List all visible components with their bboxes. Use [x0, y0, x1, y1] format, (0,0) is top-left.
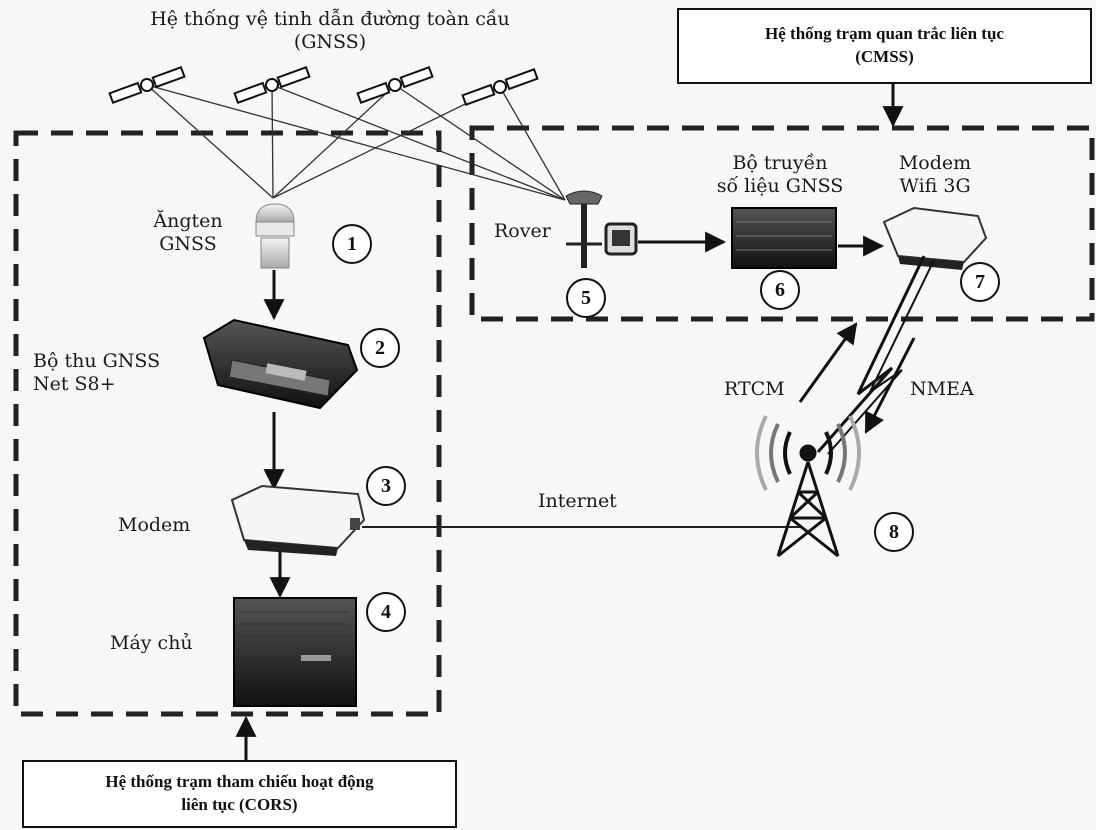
number-badge-3: 3 — [366, 466, 406, 506]
wireless-link — [828, 260, 934, 454]
gnss-receiver-icon — [204, 320, 357, 408]
transmitter-label: Bộ truyền số liệu GNSS — [700, 152, 860, 198]
number-badge-5: 5 — [566, 278, 606, 318]
number-badge-1: 1 — [332, 224, 372, 264]
rover-icon — [566, 191, 636, 268]
number-badge-4: 4 — [366, 592, 406, 632]
wifi-modem-icon — [884, 208, 986, 270]
modem-label: Modem — [118, 514, 190, 537]
nmea-label: NMEA — [910, 378, 974, 401]
satellite-signal-lines — [147, 85, 565, 200]
satellite-icon — [357, 66, 433, 103]
antenna-label: Ăngten GNSS — [128, 210, 248, 256]
modem-icon — [232, 486, 364, 556]
number-badge-7: 7 — [960, 262, 1000, 302]
server-icon — [234, 598, 356, 706]
satellite-icon — [109, 66, 185, 103]
gnss-title: Hệ thống vệ tinh dẫn đường toàn cầu (GNS… — [80, 8, 580, 54]
cors-box: Hệ thống trạm tham chiếu hoạt động liên … — [22, 760, 457, 828]
rtcm-label: RTCM — [724, 378, 785, 401]
transmitter-icon — [732, 208, 836, 268]
cell-tower-icon — [757, 416, 859, 556]
number-badge-8: 8 — [874, 512, 914, 552]
rover-label: Rover — [494, 220, 551, 243]
server-label: Máy chủ — [110, 632, 193, 655]
cmss-box: Hệ thống trạm quan trắc liên tục (CMSS) — [677, 8, 1092, 84]
wifi-modem-label: Modem Wifi 3G — [880, 152, 990, 198]
satellite-icon — [462, 68, 538, 105]
number-badge-2: 2 — [360, 328, 400, 368]
internet-label: Internet — [538, 490, 617, 513]
antenna-icon — [256, 204, 294, 268]
number-badge-6: 6 — [760, 270, 800, 310]
receiver-label: Bộ thu GNSS Net S8+ — [33, 350, 160, 396]
rtcm-arrow — [800, 324, 856, 402]
